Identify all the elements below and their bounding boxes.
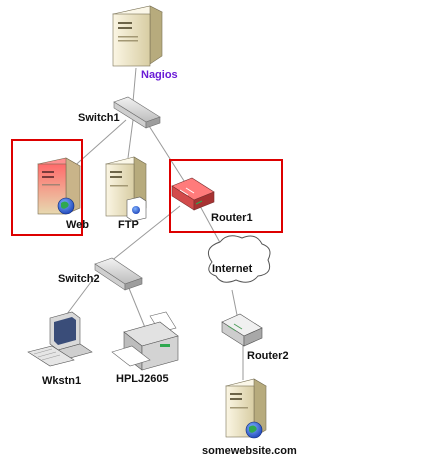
switch1-label: Switch1 xyxy=(78,112,120,124)
switch2-label: Switch2 xyxy=(58,273,100,285)
web-label: Web xyxy=(66,219,90,231)
link-switch1-web xyxy=(69,119,127,171)
links xyxy=(63,67,244,380)
switch2-icon[interactable] xyxy=(94,257,143,291)
printer-label: HPLJ2605 xyxy=(116,373,169,385)
somewebsite-globe-icon xyxy=(245,421,263,439)
link-internet-router2 xyxy=(231,289,239,321)
router2-icon[interactable] xyxy=(221,313,263,347)
router1-icon[interactable] xyxy=(171,177,215,211)
link-switch1-router1 xyxy=(143,117,187,185)
link-router1-switch2 xyxy=(109,205,181,263)
internet-cloud-icon[interactable] xyxy=(207,235,271,283)
nagios-server-icon[interactable] xyxy=(112,5,163,67)
router1-label: Router1 xyxy=(211,212,253,224)
wkstn1-label: Wkstn1 xyxy=(42,375,82,387)
web-globe-icon xyxy=(57,197,75,215)
switch1-icon[interactable] xyxy=(113,96,161,129)
link-nagios-switch1 xyxy=(132,67,137,103)
web-alert-box xyxy=(11,139,83,236)
router1-alert-box xyxy=(169,159,283,233)
nagios-label: Nagios xyxy=(141,69,178,81)
wkstn1-icon[interactable] xyxy=(27,311,93,367)
link-switch1-ftp xyxy=(127,119,134,159)
printer-icon[interactable] xyxy=(111,311,179,371)
web-server-icon[interactable] xyxy=(37,157,81,215)
internet-label: Internet xyxy=(212,263,253,275)
somewebsite-label: somewebsite.com xyxy=(202,445,297,457)
ftp-document-icon xyxy=(126,196,147,222)
router2-label: Router2 xyxy=(247,350,289,362)
link-switch2-wkstn1 xyxy=(63,277,95,319)
ftp-label: FTP xyxy=(118,219,139,231)
